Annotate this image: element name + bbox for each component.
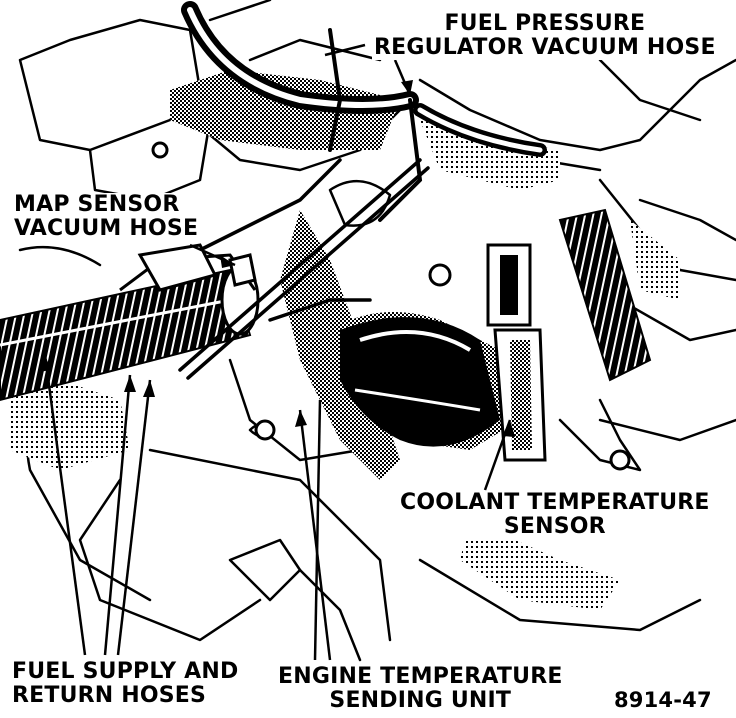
leader-arrowheads xyxy=(39,80,515,437)
fuel-supply-label-line1: FUEL SUPPLY AND xyxy=(12,659,239,684)
engine-temp-label-line1: ENGINE TEMPERATURE xyxy=(278,664,563,689)
fittings xyxy=(137,141,631,471)
fuel-pressure-label-line1: FUEL PRESSURE xyxy=(444,11,646,36)
coolant-label-line2: SENSOR xyxy=(503,514,606,539)
engine-temperature-sending-unit-label: ENGINE TEMPERATURE SENDING UNIT xyxy=(276,665,565,713)
upper-hoses xyxy=(181,1,547,222)
coolant-temperature-sensor-label: COOLANT TEMPERATURE SENSOR xyxy=(398,491,712,539)
coolant-hose xyxy=(340,317,500,447)
map-sensor-vacuum-hose-label: MAP SENSOR VACUUM HOSE xyxy=(12,192,201,241)
drive-belt xyxy=(558,208,652,382)
fuel-pressure-label-line2: REGULATOR VACUUM HOSE xyxy=(374,35,716,60)
fuel-supply-label-line2: RETURN HOSES xyxy=(12,683,207,708)
coolant-label-line1: COOLANT TEMPERATURE xyxy=(400,490,710,515)
engine-temp-label-line2: SENDING UNIT xyxy=(329,688,512,713)
fuel-supply-return-hoses-label: FUEL SUPPLY AND RETURN HOSES xyxy=(10,659,241,708)
leader-lines xyxy=(43,43,512,661)
figure-number: 8914-47 xyxy=(612,688,714,712)
map-label-line2: VACUUM HOSE xyxy=(14,216,199,241)
linkage-rods xyxy=(178,158,430,380)
fuel-pressure-regulator-vacuum-hose-label: FUEL PRESSURE REGULATOR VACUUM HOSE xyxy=(372,12,718,60)
map-label-line1: MAP SENSOR xyxy=(14,192,180,217)
